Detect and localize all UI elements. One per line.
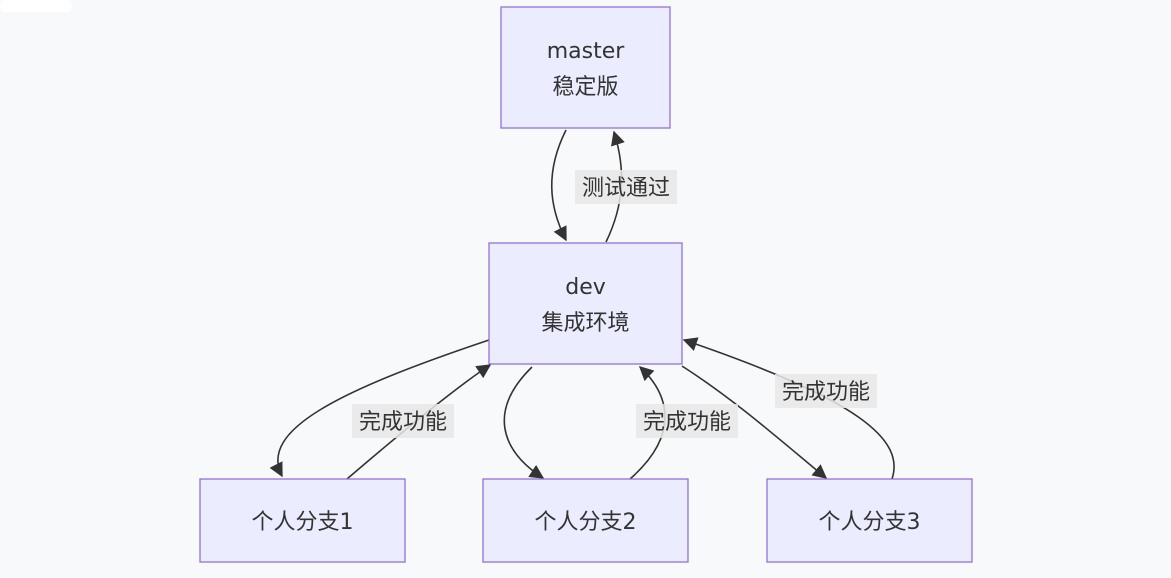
svg-text:完成功能: 完成功能 xyxy=(643,410,731,435)
node-dev-desc: 集成环境 xyxy=(541,311,629,336)
node-branch3[interactable]: 个人分支3 xyxy=(766,478,973,563)
node-master[interactable]: master 稳定版 xyxy=(500,6,671,129)
edge-label-test-passed: 测试通过 xyxy=(575,170,677,204)
node-branch2-label: 个人分支2 xyxy=(535,510,637,535)
node-branch1[interactable]: 个人分支1 xyxy=(199,478,406,563)
edge-dev-to-branch2 xyxy=(503,366,545,479)
edge-dev-to-branch3 xyxy=(681,365,828,479)
edge-branch3-to-dev xyxy=(682,337,895,480)
node-dev-name: dev xyxy=(565,275,606,300)
svg-text:测试通过: 测试通过 xyxy=(582,176,670,201)
node-dev[interactable]: dev 集成环境 xyxy=(488,242,683,365)
edge-label-branch1-done: 完成功能 xyxy=(352,404,454,438)
node-branch1-label: 个人分支1 xyxy=(252,510,354,535)
node-branch2[interactable]: 个人分支2 xyxy=(482,478,689,563)
node-master-desc: 稳定版 xyxy=(552,75,618,100)
edge-dev-to-branch1 xyxy=(269,339,490,478)
edge-master-to-dev xyxy=(551,129,567,242)
svg-text:完成功能: 完成功能 xyxy=(782,380,870,405)
edge-label-branch2-done: 完成功能 xyxy=(636,404,738,438)
node-branch3-label: 个人分支3 xyxy=(819,510,921,535)
node-master-name: master xyxy=(547,39,626,64)
edge-label-branch3-done: 完成功能 xyxy=(775,374,877,408)
corner-patch xyxy=(0,0,72,12)
svg-text:完成功能: 完成功能 xyxy=(359,410,447,435)
